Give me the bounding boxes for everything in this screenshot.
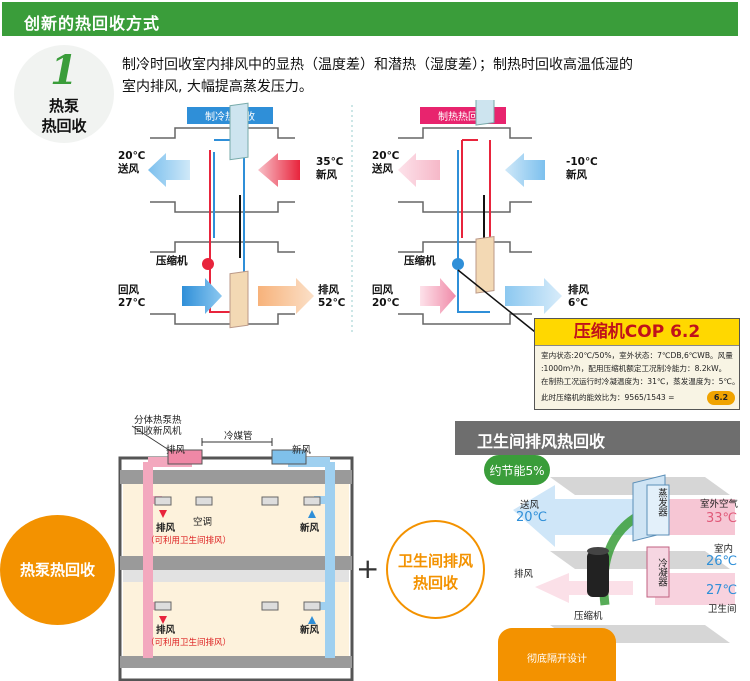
intro-line-1: 制冷时回收室内排风中的显热（温度差）和潜热（湿度差）；制热时回收高温低湿的 [122,57,633,73]
cop-line-2: :1000m³/h，配用压缩机额定工况制冷能力：8.2kW。 [541,364,727,373]
indoor-temp: 26℃ [706,554,738,569]
cop-line-4: 此时压缩机的能效比为：9565/1543 = [541,393,675,402]
floor1-exhaust-label: 排风 [156,523,176,534]
condenser-label: 冷凝器 [656,558,667,587]
rooftop-unit-exhaust [167,449,203,465]
floor1-exhaust-note: （可利用卫生间排风） [146,536,232,546]
cooling-supply-label: 送风 [118,163,139,175]
refrigerant-pipe-label: 冷媒管 [224,431,253,442]
heating-supply-temp: 20℃ [372,150,400,162]
outdoor-air-label: 室外空气 [700,499,739,510]
roof-fresh-label: 新风 [292,445,312,456]
bath-exhaust-label: 排风 [514,569,534,580]
badge-label-2: 热回收 [41,117,87,135]
badge-label-1: 热泵 [48,97,79,115]
bathroom-section-title: 卫生间排风热回收 [477,432,606,451]
bath-supply-temp: 20℃ [516,510,548,525]
evaporator-unit [646,484,670,536]
isolation-design-tab: 彻底隔开设计 [498,628,616,681]
heat-pump-recovery-circle: 热泵热回收 [0,515,115,625]
floor2-fresh-label: 新风 [300,625,320,636]
cop-title: 压缩机COP 6.2 [535,319,739,346]
heating-fresh-temp: -10℃ [566,156,598,168]
cooling-exhaust: 排风 52℃ [318,284,345,310]
plus-sign: + [356,552,380,585]
cooling-compressor-label: 压缩机 [156,255,188,267]
unit-label-line-2: 回收新风机 [134,426,182,437]
evaporator-label: 蒸发器 [656,488,667,517]
building-unit-label: 分体热泵热 回收新风机 [134,415,182,437]
badge-number: 1 [50,47,78,94]
section-header: 创新的热回收方式 [0,0,740,38]
roof-exhaust-label: 排风 [166,445,186,456]
heating-compressor-icon [452,258,464,270]
heating-exhaust-label: 排风 [568,284,589,296]
intro-text: 制冷时回收室内排风中的显热（温度差）和潜热（湿度差）；制热时回收高温低湿的 室内… [122,54,742,98]
cooling-compressor-icon [202,258,214,270]
condenser-unit [646,546,670,598]
cop-info-box: 压缩机COP 6.2 室内状态:20℃/50%，室外状态：7℃DB,6℃WB。风… [534,318,740,410]
outdoor-air-temp: 33℃ [706,511,738,526]
heating-return-temp: 20℃ [372,297,400,309]
heating-exhaust: 排风 6℃ [568,284,589,310]
bath-compressor-label: 压缩机 [574,611,603,622]
building-diagram [118,425,354,681]
feature-badge: 1 热泵 热回收 [14,45,114,143]
heating-supply: 20℃ 送风 [372,150,399,176]
heating-supply-label: 送风 [372,163,393,175]
floor1-fresh-label: 新风 [300,523,320,534]
floor2-exhaust-label: 排风 [156,625,176,636]
cooling-return: 回风 27℃ [118,284,145,310]
cooling-return-label: 回风 [118,284,139,296]
cooling-fresh-temp: 35℃ [316,156,344,168]
indoor-label: 室内 [714,544,734,555]
cooling-exhaust-label: 排风 [318,284,339,296]
bathroom-section-header: 卫生间排风热回收 [455,421,740,455]
heating-diagram: 制热热回收 [398,100,562,341]
rooftop-unit-fresh [271,449,307,465]
heating-fresh-label: 新风 [566,169,587,181]
heating-return-label: 回风 [372,284,393,296]
intro-line-2: 室内排风, 大幅提高蒸发压力。 [122,79,313,95]
bathroom-diagram [513,474,735,643]
cooling-return-temp: 27℃ [118,297,146,309]
heat-pump-recovery-label: 热泵热回收 [19,561,95,579]
bathroom-recovery-line-1: 卫生间排风 [397,552,473,570]
cooling-exhaust-temp: 52℃ [318,297,346,309]
compressor-icon [587,551,609,597]
bathroom-recovery-circle: 卫生间排风 热回收 [386,520,485,619]
cooling-fresh: 35℃ 新风 [316,156,343,182]
section-title: 创新的热回收方式 [24,14,161,33]
cop-line-1: 室内状态:20℃/50%，室外状态：7℃DB,6℃WB。风量 [541,351,733,360]
unit-label-line-1: 分体热泵热 [134,415,182,426]
floor2-exhaust-note: （可利用卫生间排风） [146,638,232,648]
cooling-fresh-label: 新风 [316,169,337,181]
heating-fresh: -10℃ 新风 [566,156,598,182]
cooling-supply-temp: 20℃ [118,150,146,162]
energy-saving-text: 约节能5% [489,464,545,478]
floor1-aircon-label: 空调 [193,517,213,528]
bath-supply-label: 送风 [520,500,540,511]
cop-line-3: 在制热工况运行时冷凝温度为：31℃，蒸发温度为：5℃。 [541,377,740,386]
heating-return: 回风 20℃ [372,284,399,310]
cooling-diagram: 制冷热回收 [148,102,314,329]
isolation-design-text: 彻底隔开设计 [527,654,587,665]
heating-exhaust-temp: 6℃ [568,297,589,309]
heating-compressor-label: 压缩机 [404,255,436,267]
bath-temp: 27℃ [706,583,738,598]
heat-recovery-diagrams: 制冷热回收 制热热回收 [148,100,562,341]
bathroom-recovery-line-2: 热回收 [412,574,458,592]
bath-label: 卫生间 [708,604,737,615]
cop-value-badge: 6.2 [707,391,735,405]
energy-saving-badge: 约节能5% [484,455,550,485]
cooling-supply: 20℃ 送风 [118,150,145,176]
